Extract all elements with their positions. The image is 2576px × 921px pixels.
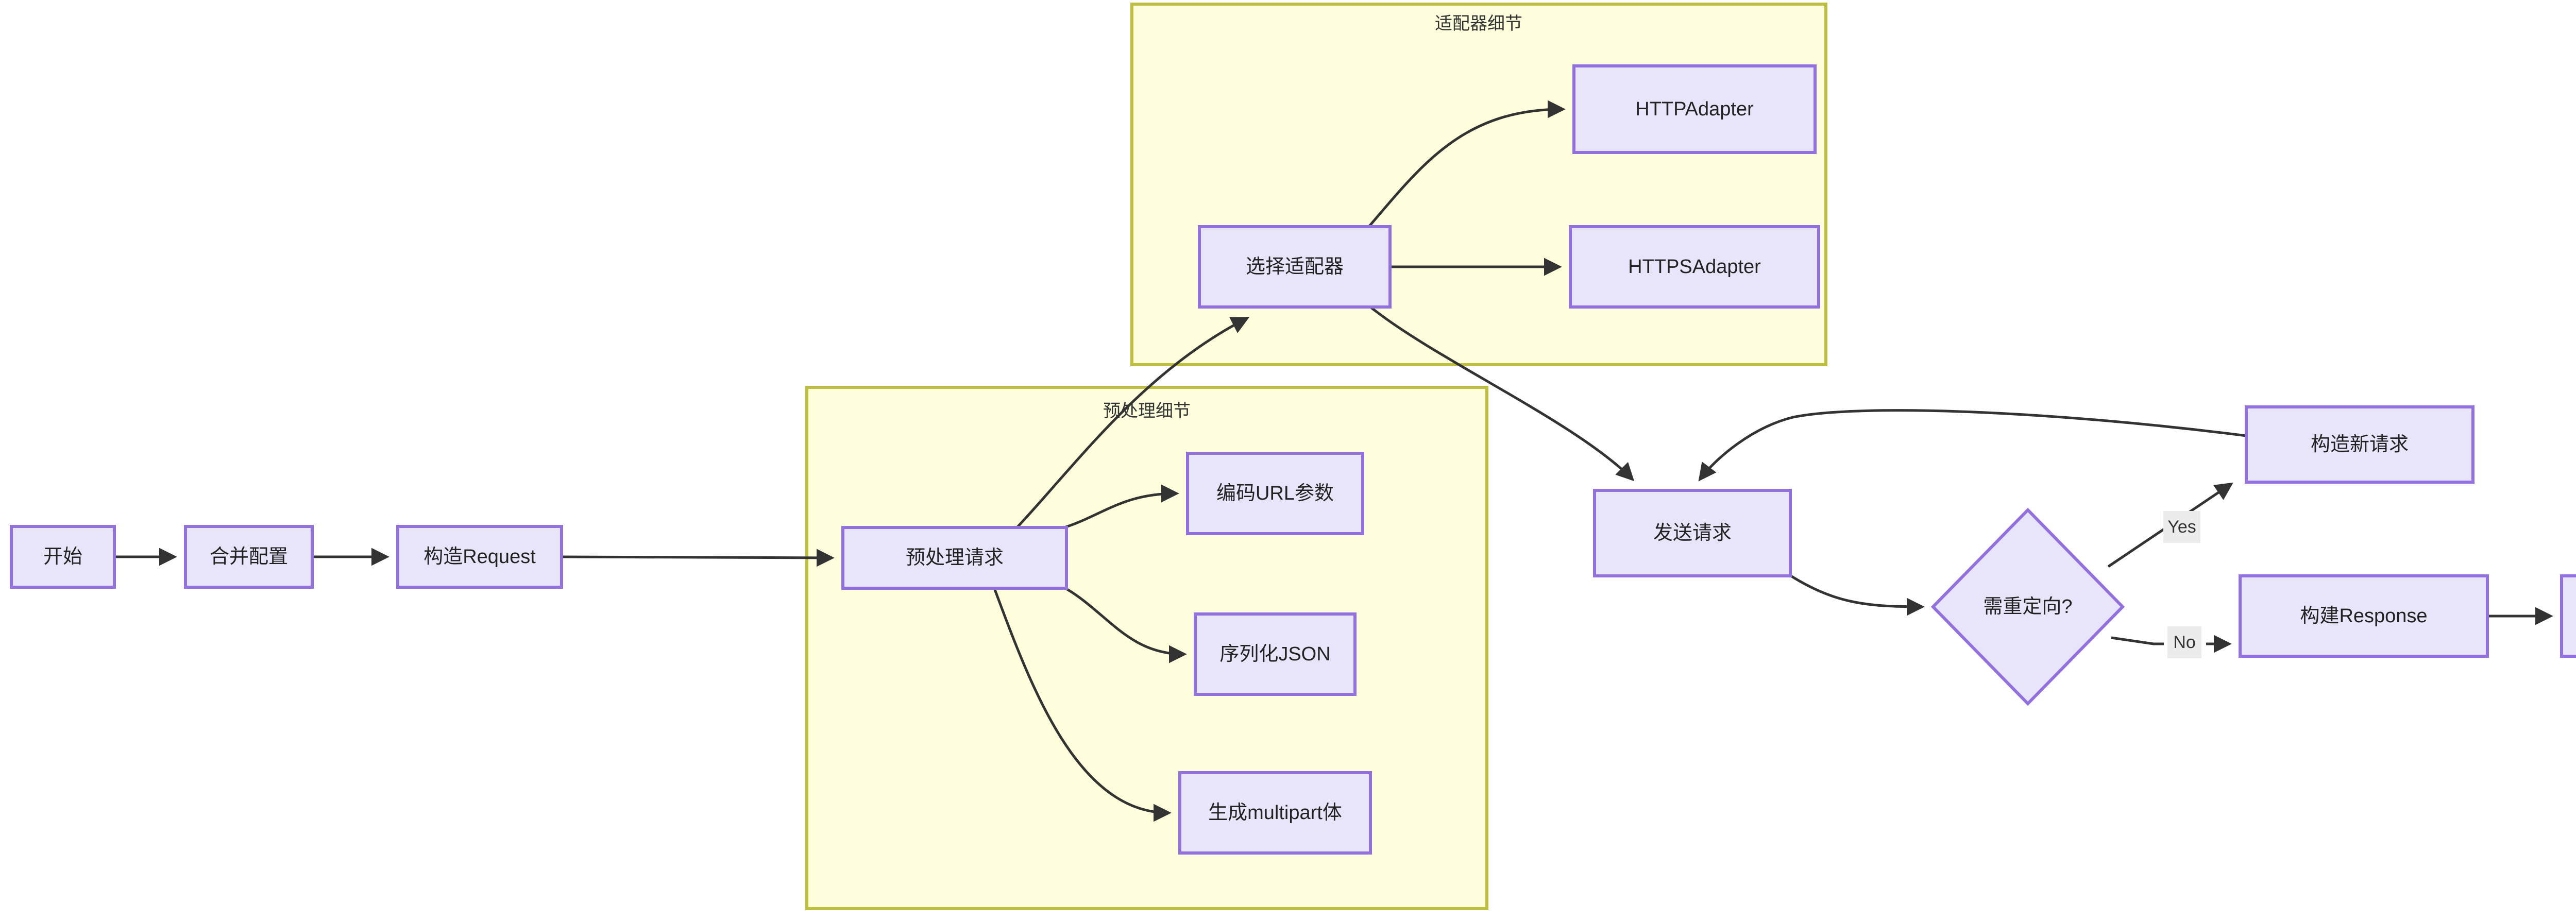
- node-multipart-body-label: 生成multipart体: [1208, 802, 1342, 824]
- node-return-result[interactable]: 返回结果: [2560, 574, 2576, 658]
- edge-preprocess-to-multipart-body: [993, 588, 1172, 822]
- node-select-adapter-label: 选择适配器: [1246, 256, 1344, 278]
- node-select-adapter[interactable]: 选择适配器: [1198, 225, 1392, 309]
- edge-select-adapter-to-send-request: [1369, 306, 1635, 482]
- node-preprocess[interactable]: 预处理请求: [841, 526, 1068, 590]
- node-build-response-box[interactable]: [2239, 574, 2489, 658]
- edge-build-new-req-to-send-request: [1698, 409, 2247, 482]
- node-multipart-body-box[interactable]: [1178, 771, 1372, 855]
- node-preprocess-box[interactable]: [841, 526, 1068, 590]
- node-send-request[interactable]: 发送请求: [1593, 489, 1792, 577]
- node-merge-config-label: 合并配置: [210, 546, 288, 568]
- node-encode-url-label: 编码URL参数: [1216, 483, 1334, 504]
- node-encode-url-box[interactable]: [1186, 452, 1364, 535]
- subgraph-adapter-details-box: [1130, 3, 1827, 366]
- node-https-adapter-label: HTTPSAdapter: [1628, 256, 1761, 278]
- subgraph-adapter-details-title: 适配器细节: [1435, 14, 1522, 33]
- edge-preprocess-to-select-adapter: [1016, 317, 1250, 528]
- node-encode-url[interactable]: 编码URL参数: [1186, 452, 1364, 535]
- node-http-adapter[interactable]: HTTPAdapter: [1572, 64, 1817, 154]
- node-start-box[interactable]: [10, 525, 116, 589]
- node-http-adapter-box[interactable]: [1572, 64, 1817, 154]
- node-build-new-req-label: 构造新请求: [2311, 434, 2409, 455]
- node-select-adapter-box[interactable]: [1198, 225, 1392, 309]
- edge-send-request-to-need-redirect: [1790, 574, 1925, 616]
- edge-need-redirect-to-build-response: [2111, 638, 2229, 644]
- node-http-adapter-label: HTTPAdapter: [1635, 98, 1754, 120]
- nodes-group: 开始 合并配置 构造Request 预处理请求 编码URL参数 序列化JSON: [10, 64, 2576, 855]
- node-need-redirect[interactable]: 需重定向?: [1930, 507, 2125, 706]
- node-preprocess-label: 预处理请求: [906, 547, 1004, 569]
- node-build-new-req[interactable]: 构造新请求: [2245, 405, 2475, 484]
- node-serialize-json-box[interactable]: [1194, 612, 1357, 696]
- node-multipart-body[interactable]: 生成multipart体: [1178, 771, 1372, 855]
- node-send-request-box[interactable]: [1593, 489, 1792, 577]
- node-build-request[interactable]: 构造Request: [396, 525, 563, 589]
- node-need-redirect-label: 需重定向?: [1983, 596, 2072, 618]
- node-return-result-box[interactable]: [2560, 574, 2576, 658]
- node-merge-config-box[interactable]: [184, 525, 314, 589]
- node-https-adapter[interactable]: HTTPSAdapter: [1569, 225, 1820, 309]
- node-serialize-json[interactable]: 序列化JSON: [1194, 612, 1357, 696]
- edge-preprocess-to-serialize-json: [1064, 587, 1187, 663]
- node-start[interactable]: 开始: [10, 525, 116, 589]
- node-serialize-json-label: 序列化JSON: [1219, 643, 1330, 665]
- edge-build-request-to-preprocess: [561, 549, 835, 567]
- node-merge-config[interactable]: 合并配置: [184, 525, 314, 589]
- node-https-adapter-box[interactable]: [1569, 225, 1820, 309]
- node-build-new-req-box[interactable]: [2245, 405, 2475, 484]
- edge-label-yes-bg: [2163, 511, 2200, 543]
- node-build-response[interactable]: 构建Response: [2239, 574, 2489, 658]
- node-send-request-label: 发送请求: [1653, 522, 1732, 544]
- edge-select-adapter-to-http-adapter: [1368, 100, 1566, 228]
- edge-label-no-bg: [2167, 626, 2201, 658]
- edge-labels-group: Yes No: [2163, 511, 2201, 658]
- edges-group: [114, 100, 2553, 822]
- edge-preprocess-to-encode-url: [1064, 484, 1179, 529]
- node-start-label: 开始: [43, 546, 82, 568]
- node-build-request-label: 构造Request: [423, 546, 536, 568]
- edge-label-no: No: [2173, 633, 2195, 652]
- edge-label-yes: Yes: [2167, 517, 2196, 537]
- node-need-redirect-shape[interactable]: [1930, 507, 2125, 706]
- subgraph-adapter-details: 适配器细节: [1130, 3, 1827, 366]
- node-build-response-label: 构建Response: [2300, 605, 2427, 627]
- node-build-request-box[interactable]: [396, 525, 563, 589]
